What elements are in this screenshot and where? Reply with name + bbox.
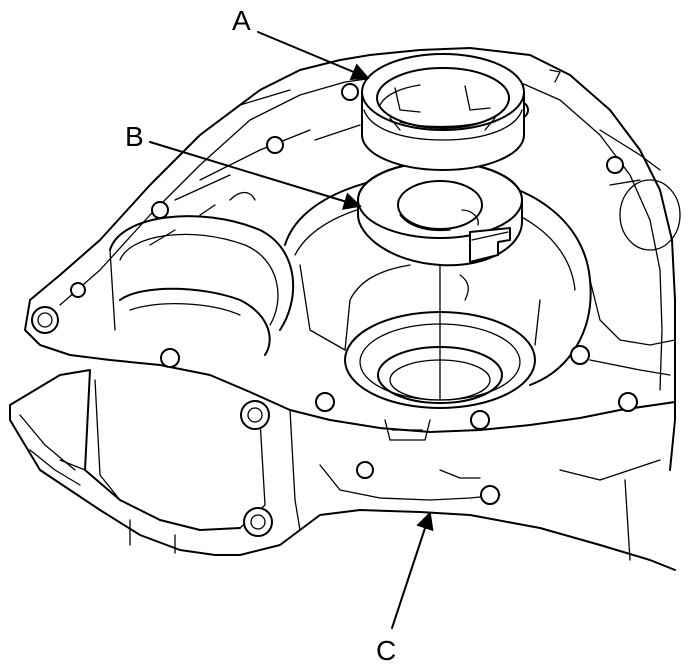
thrust-washer-b [357,161,523,267]
callout-label-b: B [125,121,144,152]
bolt-hole [570,345,590,365]
bolt-hole-inner [37,312,53,328]
bolt-hole [470,410,490,430]
bolt-hole [160,348,180,368]
bolt-hole-inner [247,407,263,423]
bolt-hole [31,306,59,334]
transmission-case-housing [9,47,681,571]
bolt-hole [356,461,374,479]
bolt-hole [243,507,273,537]
callout-label-a: A [232,5,251,36]
bolt-hole [151,201,169,219]
bearing-race-a [361,53,525,171]
bolt-holes [31,83,638,537]
bolt-hole-inner [250,514,266,530]
callout-leader-b [149,141,362,210]
bolt-hole [240,400,270,430]
bolt-hole [480,485,500,505]
bolt-hole [606,156,624,174]
bolt-hole [70,282,86,298]
bolt-hole [315,392,335,412]
callout-leader-a [257,31,370,81]
bolt-hole [341,83,359,101]
callout-label-c: C [376,635,396,666]
callout-leader-c [391,511,434,629]
bolt-hole [618,392,638,412]
bolt-hole [266,136,284,154]
